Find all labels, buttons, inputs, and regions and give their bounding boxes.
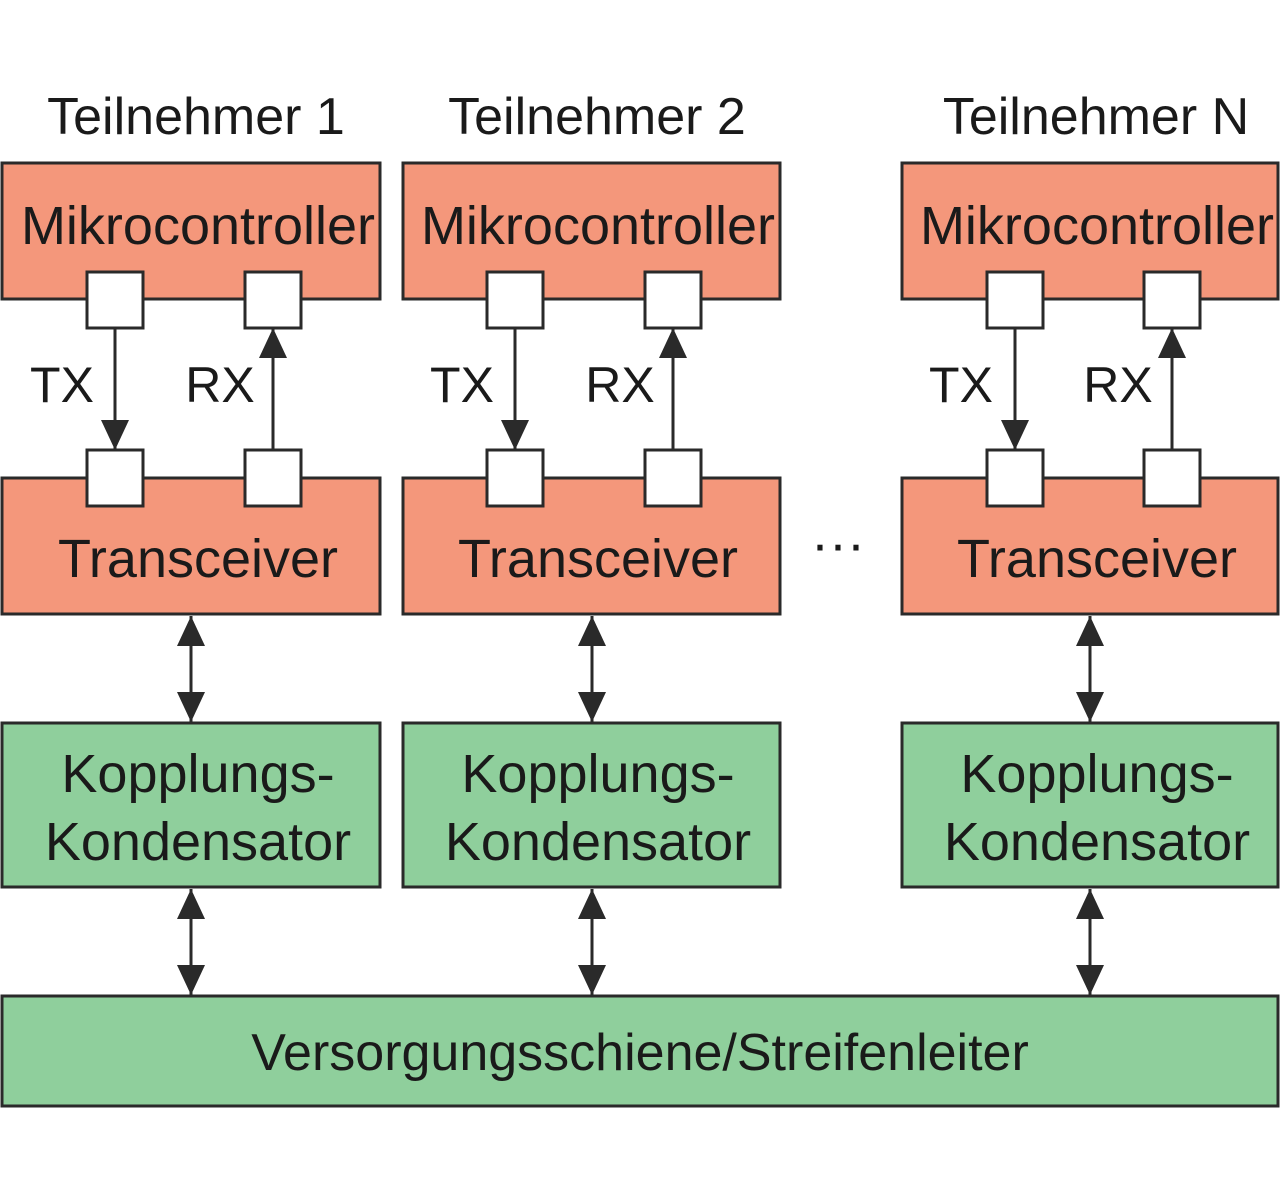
tx-label: TX — [30, 357, 94, 413]
tx-arrow-head — [1001, 420, 1029, 450]
rx-arrow-head — [659, 328, 687, 358]
coupling-bus-arrow-head-bottom — [1076, 965, 1104, 995]
coupling-bus-arrow-head-top — [177, 889, 205, 919]
coupling-label-line2: Kondensator — [45, 812, 351, 872]
transceiver-coupling-arrow-head-top — [177, 616, 205, 646]
coupling-bus-arrow-head-top — [1076, 889, 1104, 919]
bus-label: Versorgungsschiene/Streifenleiter — [251, 1024, 1029, 1082]
microcontroller-box — [900, 161, 1280, 301]
participant-1: Teilnehmer 1 Mikrocontroller TX RX Trans… — [0, 88, 382, 995]
participant-title: Teilnehmer 1 — [47, 88, 345, 146]
ellipsis: ··· — [811, 514, 865, 574]
transceiver-rx-port — [1142, 448, 1202, 508]
microcontroller-box — [0, 161, 382, 301]
rx-arrow-head — [259, 328, 287, 358]
microcontroller-box — [401, 161, 782, 301]
microcontroller-rx-port — [1142, 270, 1202, 330]
transceiver-coupling-arrow-head-bottom — [578, 692, 606, 722]
participant-2: Teilnehmer 2 Mikrocontroller TX RX Trans… — [401, 88, 782, 995]
coupling-label-line1: Kopplungs- — [960, 744, 1233, 804]
participant-title: Teilnehmer N — [943, 88, 1249, 146]
coupling-label-line1: Kopplungs- — [61, 744, 334, 804]
transceiver-coupling-arrow-head-top — [1076, 616, 1104, 646]
microcontroller-label: Mikrocontroller — [21, 196, 375, 256]
participant-n: Teilnehmer N Mikrocontroller TX RX Trans… — [900, 88, 1280, 995]
rx-arrow-head — [1158, 328, 1186, 358]
tx-label: TX — [430, 357, 494, 413]
tx-label: TX — [929, 357, 993, 413]
coupling-capacitor-box — [0, 721, 382, 889]
tx-arrow-head — [501, 420, 529, 450]
transceiver-label: Transceiver — [957, 529, 1237, 589]
transceiver-tx-port — [985, 448, 1045, 508]
coupling-capacitor-box — [401, 721, 782, 889]
bus-box — [0, 994, 1280, 1108]
transceiver-label: Transceiver — [458, 529, 738, 589]
transceiver-coupling-arrow-head-bottom — [1076, 692, 1104, 722]
coupling-label-line2: Kondensator — [944, 812, 1250, 872]
coupling-label-line1: Kopplungs- — [461, 744, 734, 804]
coupling-capacitor-box — [900, 721, 1280, 889]
microcontroller-rx-port — [643, 270, 703, 330]
coupling-label-line2: Kondensator — [445, 812, 751, 872]
microcontroller-tx-port — [85, 270, 145, 330]
microcontroller-tx-port — [485, 270, 545, 330]
transceiver-label: Transceiver — [58, 529, 338, 589]
transceiver-box — [900, 476, 1280, 616]
tx-arrow-head — [101, 420, 129, 450]
transceiver-tx-port — [485, 448, 545, 508]
microcontroller-tx-port — [985, 270, 1045, 330]
transceiver-coupling-arrow-head-bottom — [177, 692, 205, 722]
transceiver-tx-port — [85, 448, 145, 508]
microcontroller-label: Mikrocontroller — [421, 196, 775, 256]
coupling-bus-arrow-head-bottom — [177, 965, 205, 995]
rx-label: RX — [585, 357, 654, 413]
bus: Versorgungsschiene/Streifenleiter — [0, 994, 1280, 1108]
rx-label: RX — [1083, 357, 1152, 413]
rx-label: RX — [185, 357, 254, 413]
coupling-bus-arrow-head-top — [578, 889, 606, 919]
transceiver-box — [401, 476, 782, 616]
microcontroller-label: Mikrocontroller — [920, 196, 1274, 256]
transceiver-rx-port — [643, 448, 703, 508]
transceiver-box — [0, 476, 382, 616]
microcontroller-rx-port — [243, 270, 303, 330]
coupling-bus-arrow-head-bottom — [578, 965, 606, 995]
participant-title: Teilnehmer 2 — [448, 88, 746, 146]
transceiver-rx-port — [243, 448, 303, 508]
transceiver-coupling-arrow-head-top — [578, 616, 606, 646]
